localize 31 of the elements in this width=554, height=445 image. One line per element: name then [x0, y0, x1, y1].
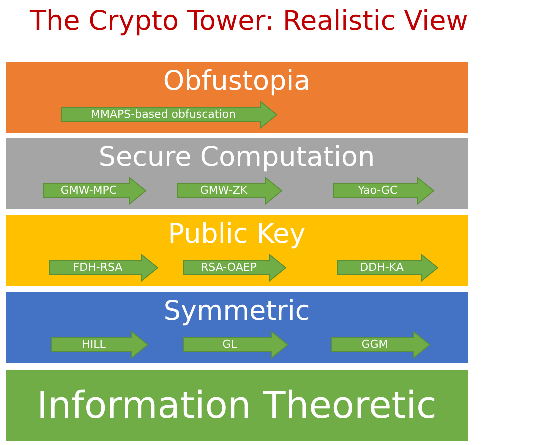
layer-title: Symmetric [162, 295, 312, 329]
layer-title: Secure Computation [98, 141, 376, 175]
arrow-label: MMAPS-based obfuscation [90, 107, 237, 123]
layer-band [6, 292, 468, 363]
pointed-tag [334, 178, 434, 204]
pointed-tag [184, 255, 286, 281]
arrow-label: FDH-RSA [72, 260, 124, 276]
arrow-label: GL [222, 337, 238, 353]
pointed-tag [44, 178, 146, 204]
layer-title: Obfustopia [162, 65, 312, 99]
layer-title: Information Theoretic [36, 383, 438, 429]
page-title: The Crypto Tower: Realistic View [30, 5, 470, 39]
layer-band [6, 138, 468, 209]
pointed-tag [52, 332, 148, 358]
arrow-label: Yao-GC [357, 183, 399, 199]
arrow-label: GMW-MPC [60, 183, 118, 199]
pointed-tag [50, 255, 158, 281]
pointed-tag [62, 102, 277, 128]
pointed-tag [338, 255, 438, 281]
pointed-tag [184, 332, 288, 358]
pointed-tag [178, 178, 282, 204]
layer-title: Public Key [167, 218, 307, 252]
arrow-label: HILL [81, 337, 107, 353]
layer-band [6, 62, 468, 133]
arrow-label: GMW-ZK [199, 183, 249, 199]
arrow-label: GGM [360, 337, 390, 353]
pointed-tag [332, 332, 430, 358]
arrow-label: DDH-KA [359, 260, 405, 276]
layer-band [6, 215, 468, 286]
layer-band [6, 370, 468, 441]
arrow-label: RSA-OAEP [200, 260, 258, 276]
